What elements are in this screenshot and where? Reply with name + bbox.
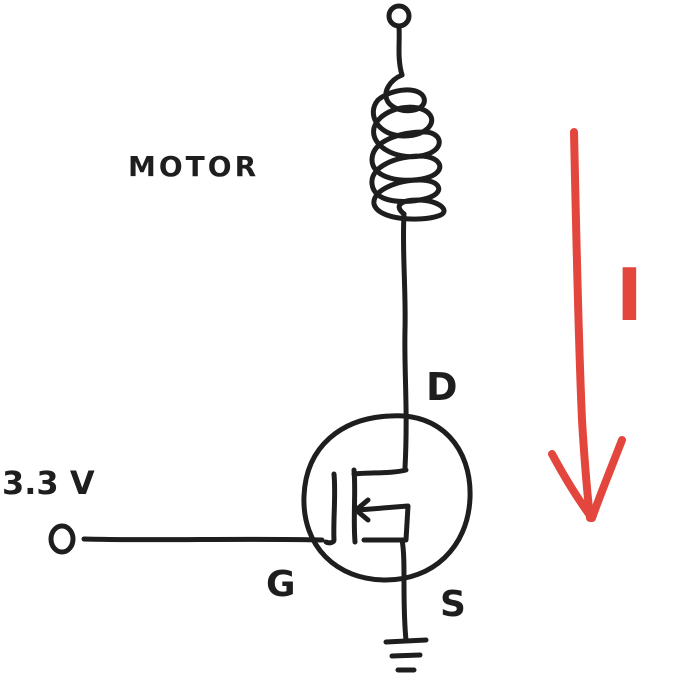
gate-label: G <box>266 564 296 605</box>
supply-wire <box>396 24 405 78</box>
input-terminal-circle <box>48 523 76 555</box>
mosfet-body-arrow <box>353 497 411 543</box>
mosfet-source-wire <box>399 537 409 643</box>
ground-icon <box>383 637 429 673</box>
current-direction-arrow-icon <box>548 128 626 522</box>
supply-terminal-icon <box>386 3 412 78</box>
supply-terminal-circle <box>386 3 412 29</box>
drain-label: D <box>426 365 458 409</box>
mosfet-channel <box>351 467 358 545</box>
gate-wire <box>81 536 325 543</box>
current-label: I <box>616 253 643 337</box>
motor-coil-loops <box>369 72 447 222</box>
source-label: S <box>440 584 466 625</box>
drain-wire <box>400 211 409 471</box>
input-voltage-label: 3.3 V <box>2 464 95 502</box>
motor-coil-icon <box>369 72 447 222</box>
mosfet-icon <box>301 413 473 643</box>
ground-bars <box>383 637 429 673</box>
current-arrow-shaft <box>570 128 594 522</box>
mosfet-gate-plate <box>323 471 338 546</box>
motor-label: MOTOR <box>128 150 259 183</box>
current-arrow-head <box>548 436 626 522</box>
mosfet-drain-stub <box>351 467 409 477</box>
input-terminal-icon <box>48 523 325 555</box>
mosfet-body-circle <box>301 413 473 583</box>
